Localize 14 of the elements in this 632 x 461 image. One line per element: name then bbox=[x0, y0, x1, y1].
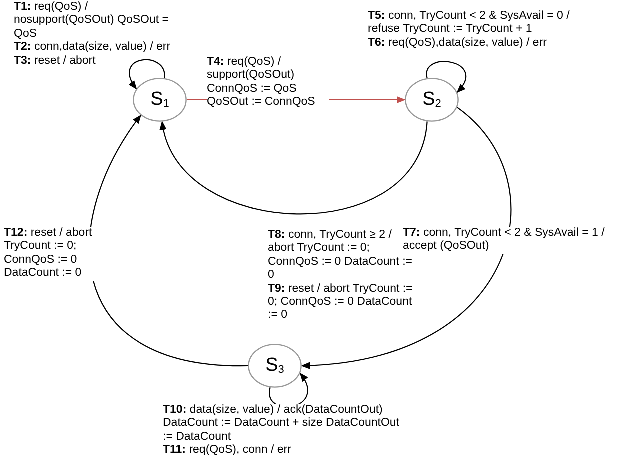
self-loop-arrow bbox=[426, 61, 466, 94]
state-label: S$_{3}$ bbox=[266, 355, 284, 377]
state-circle bbox=[405, 78, 459, 122]
transition-label: T2: conn,data(size, value) / err bbox=[14, 41, 171, 55]
state-label: S$_{2}$ bbox=[422, 89, 442, 111]
state-label: S$_{1}$ bbox=[150, 89, 170, 111]
transition-label: T4: req(QoS) / support(QoSOut) ConnQoS := QoS QoSOut := ConnQoS bbox=[207, 56, 329, 110]
state-circle bbox=[248, 344, 302, 388]
transition-label: T11: req(QoS), conn / err bbox=[163, 444, 292, 458]
transition-arrow bbox=[161, 121, 428, 215]
state-circle bbox=[133, 78, 187, 122]
transition-label: T6: req(QoS),data(size, value) / err bbox=[368, 36, 547, 50]
self-loop-arrow bbox=[129, 59, 166, 90]
transition-arrow bbox=[301, 107, 512, 369]
